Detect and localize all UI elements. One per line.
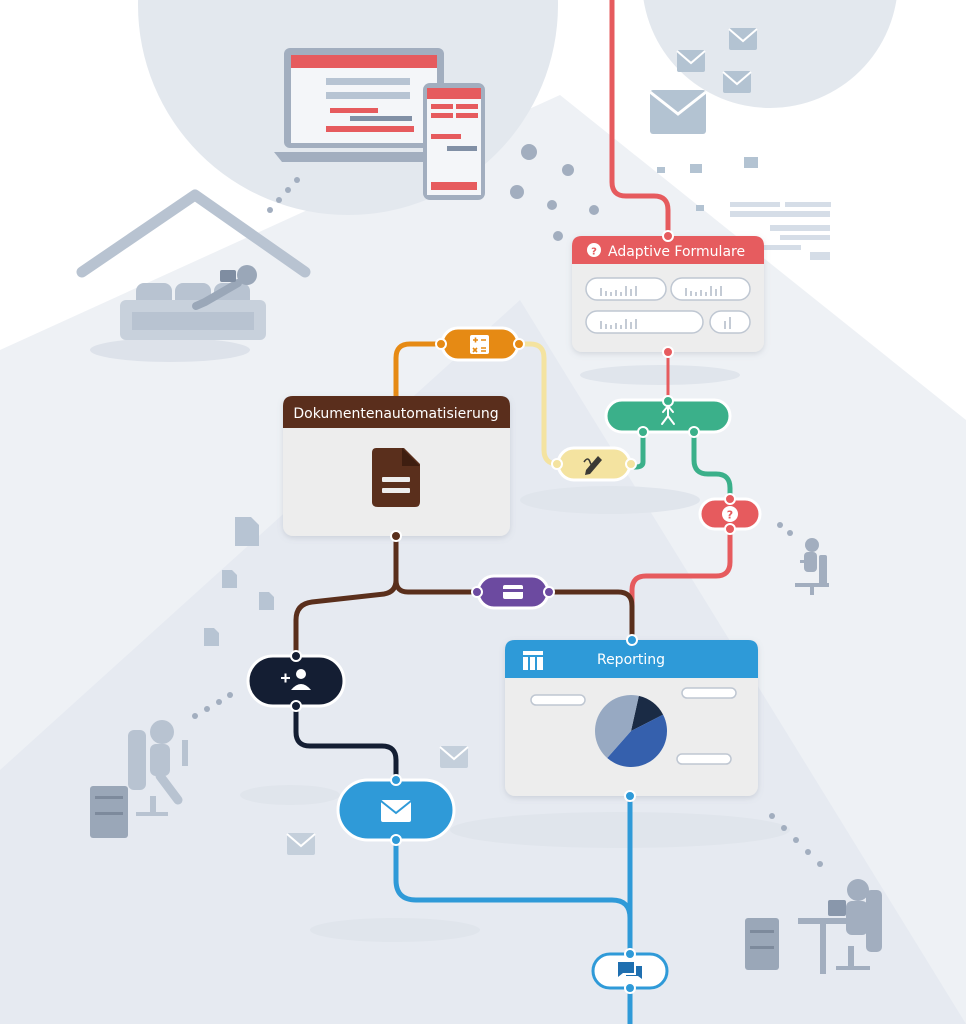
question-icon: ? bbox=[722, 506, 738, 522]
svg-text:?: ? bbox=[591, 247, 597, 258]
add-user-icon bbox=[281, 669, 311, 690]
question-icon: ? bbox=[587, 243, 601, 258]
email-icon bbox=[649, 28, 758, 211]
email-icon bbox=[380, 800, 412, 822]
chat-icon bbox=[618, 962, 642, 979]
adaptive-forms-title: Adaptive Formulare bbox=[608, 244, 745, 260]
document-icon bbox=[372, 448, 420, 507]
reporting-title: Reporting bbox=[597, 652, 665, 668]
connector-dots bbox=[390, 230, 674, 802]
person-at-desk-illustration bbox=[795, 538, 829, 595]
document-automation-title: Dokumentenautomatisierung bbox=[293, 406, 498, 422]
signature-icon bbox=[583, 456, 602, 475]
info-icon bbox=[510, 144, 599, 241]
person-at-desk-illustration bbox=[90, 720, 188, 838]
pie-chart bbox=[594, 695, 668, 768]
phone-illustration bbox=[423, 83, 485, 200]
svg-text:?: ? bbox=[727, 509, 733, 522]
credit-card-icon bbox=[503, 585, 523, 599]
form-field-placeholder-bars bbox=[600, 286, 731, 329]
email-icon bbox=[286, 746, 469, 855]
pie-slice-3 bbox=[594, 695, 639, 759]
person-at-desk-illustration bbox=[745, 879, 882, 974]
report-placeholder-labels bbox=[530, 687, 737, 765]
pie-slice-2 bbox=[607, 714, 668, 768]
laptop-illustration bbox=[274, 48, 454, 162]
add-user-node[interactable] bbox=[246, 650, 346, 712]
text-lines-decoration bbox=[730, 202, 831, 260]
calculator-icon bbox=[470, 335, 489, 354]
pie-slice-1 bbox=[631, 695, 664, 731]
document-icon bbox=[204, 517, 274, 646]
table-icon bbox=[523, 651, 543, 670]
home-office-illustration bbox=[76, 189, 311, 340]
connector-dots bbox=[192, 177, 823, 867]
merge-icon bbox=[661, 404, 675, 425]
